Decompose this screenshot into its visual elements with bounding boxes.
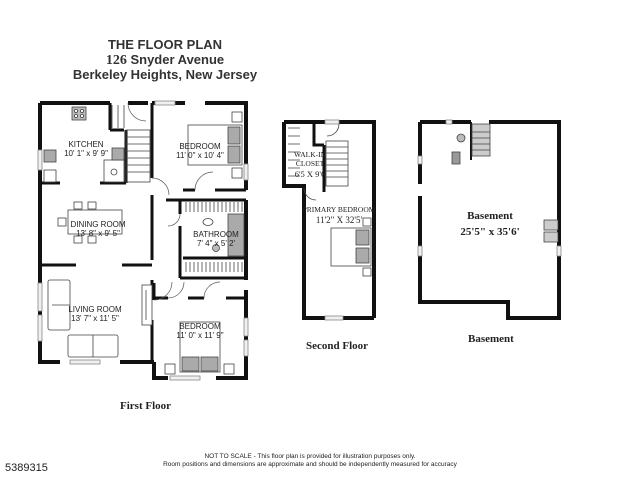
first-floor-windows <box>37 100 249 381</box>
bathroom-fixtures <box>185 202 245 272</box>
room-basement: Basement 25'5" x 35'6' <box>440 208 540 240</box>
room-name: BEDROOM <box>179 142 221 151</box>
basement-fixtures <box>451 123 559 243</box>
room-name: LIVING ROOM <box>68 305 122 314</box>
basement-windows <box>417 119 562 257</box>
room-dims: 11' 0" x 11' 9" <box>176 331 224 340</box>
address-street: Snyder Avenue <box>130 52 225 67</box>
basement-plan <box>418 120 561 320</box>
room-dims: 11' 0" x 10' 4" <box>176 151 224 160</box>
room-name: WALK-IN <box>293 150 327 159</box>
city-state: Berkeley Heights, New Jersey <box>72 67 258 82</box>
primary-bedroom-furniture <box>330 217 372 277</box>
second-floor-windows <box>324 119 344 321</box>
first-floor-stairs <box>111 105 151 183</box>
room-dims: 6'5 X 9'6 <box>294 169 326 179</box>
room-name: KITCHEN <box>68 140 104 149</box>
room-dining-room: DINING ROOM 13' 8" x 9' 5" <box>66 220 130 238</box>
bedroom2-furniture <box>164 321 235 375</box>
room-name-2: CLOSET <box>295 159 325 168</box>
room-name: Basement <box>467 210 513 222</box>
room-living-room: LIVING ROOM 13' 7" x 11' 5" <box>60 305 130 323</box>
room-primary-bedroom: PRIMARY BEDROOM 11'2" X 32'5' <box>302 204 376 226</box>
room-name: BATHROOM <box>193 230 239 239</box>
disclaimer-line-2: Room positions and dimensions are approx… <box>163 461 457 468</box>
room-bedroom-1: BEDROOM 11' 0" x 10' 4" <box>170 142 230 160</box>
room-name: BEDROOM <box>179 322 221 331</box>
listing-id: 5389315 <box>5 462 48 474</box>
room-kitchen: KITCHEN 10' 1" x 9' 9" <box>56 140 116 158</box>
kitchen-fixtures <box>43 106 125 183</box>
first-floor-doors <box>127 102 221 301</box>
room-name: DINING ROOM <box>70 220 126 229</box>
caption-basement: Basement <box>468 333 514 345</box>
disclaimer-line-1: NOT TO SCALE - This floor plan is provid… <box>204 453 416 460</box>
caption-second-floor: Second Floor <box>306 340 369 352</box>
bedroom1-furniture <box>187 111 243 179</box>
room-dims: 13' 7" x 11' 5" <box>71 314 119 323</box>
address-number: 126 <box>105 53 127 68</box>
address-line: 126 Snyder Avenue <box>0 52 330 69</box>
second-floor-plan <box>282 120 376 320</box>
room-bathroom: BATHROOM 7' 4" x 5' 2' <box>188 230 244 248</box>
dining-table <box>57 201 123 244</box>
room-bedroom-2: BEDROOM 11' 0" x 11' 9" <box>170 322 230 340</box>
living-room-furniture <box>47 279 153 358</box>
plan-title: THE FLOOR PLAN <box>107 37 223 52</box>
room-dims: 25'5" x 35'6' <box>460 226 520 238</box>
room-walk-in-closet: WALK-IN CLOSET 6'5 X 9'6 <box>290 150 330 179</box>
caption-first-floor: First Floor <box>120 400 172 412</box>
room-dims: 7' 4" x 5' 2' <box>196 239 236 248</box>
room-name: PRIMARY BEDROOM <box>302 205 376 214</box>
room-dims: 11'2" X 32'5' <box>315 215 363 225</box>
room-dims: 10' 1" x 9' 9" <box>64 149 108 158</box>
room-dims: 13' 8" x 9' 5" <box>76 229 120 238</box>
first-floor-plan <box>38 101 248 380</box>
second-floor-stairs <box>288 123 349 201</box>
